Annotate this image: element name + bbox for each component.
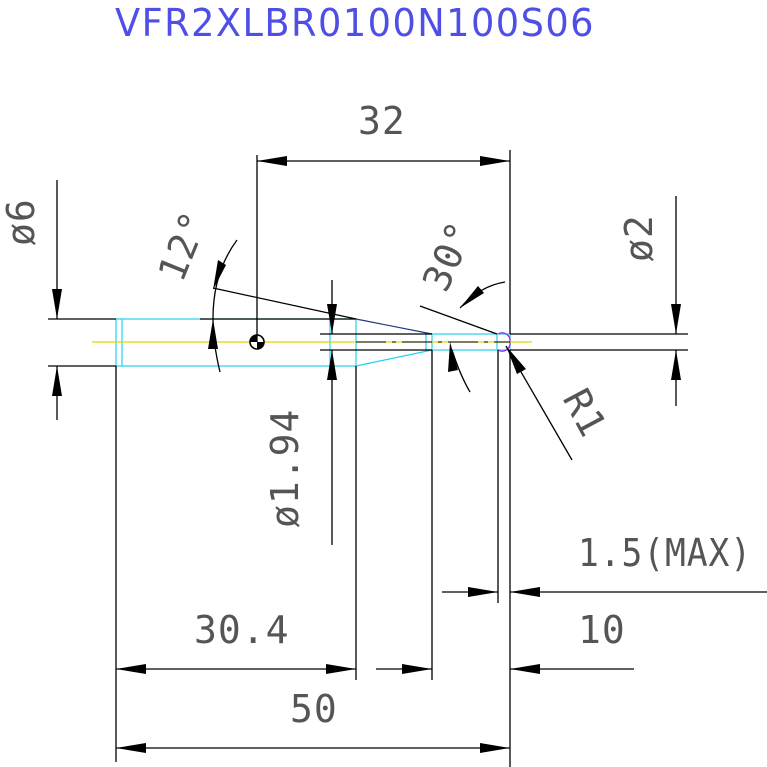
dim-top-length-label: 32 [358,99,406,143]
dim-max-offset-label: 1.5(MAX) [578,531,752,575]
dim-flute-length: 10 [376,350,634,680]
dim-max-offset: 1.5(MAX) [442,350,767,767]
dim-tip-dia-label: ø2 [617,214,661,262]
dim-neck-angle-label: 12° [150,204,218,287]
taper-upper [355,318,433,335]
dim-shank-dia-label: ø6 [0,198,43,246]
drawing-title: VFR2XLBR0100N100S06 [115,1,595,45]
dim-shank-length: 30.4 [115,366,357,762]
dim-tip-dia: ø2 [510,196,688,406]
dim-corner-radius: R1 [505,345,615,461]
dim-corner-radius-label: R1 [554,382,615,445]
dim-overall-length-label: 50 [290,687,338,731]
dim-shank-length-label: 30.4 [194,608,290,652]
dim-top-length: 32 [256,99,511,342]
tool-outline [92,318,532,367]
dim-overall-length: 50 [116,687,510,753]
dim-tip-angle: 30° [414,214,506,393]
dim-neck-dia-label: ø1.94 [263,409,307,528]
dim-neck-dia: ø1.94 [263,280,432,545]
dim-shank-dia: ø6 [0,180,116,420]
taper-lower [355,349,433,367]
dim-tip-angle-label: 30° [414,214,483,297]
dim-flute-length-label: 10 [578,608,626,652]
